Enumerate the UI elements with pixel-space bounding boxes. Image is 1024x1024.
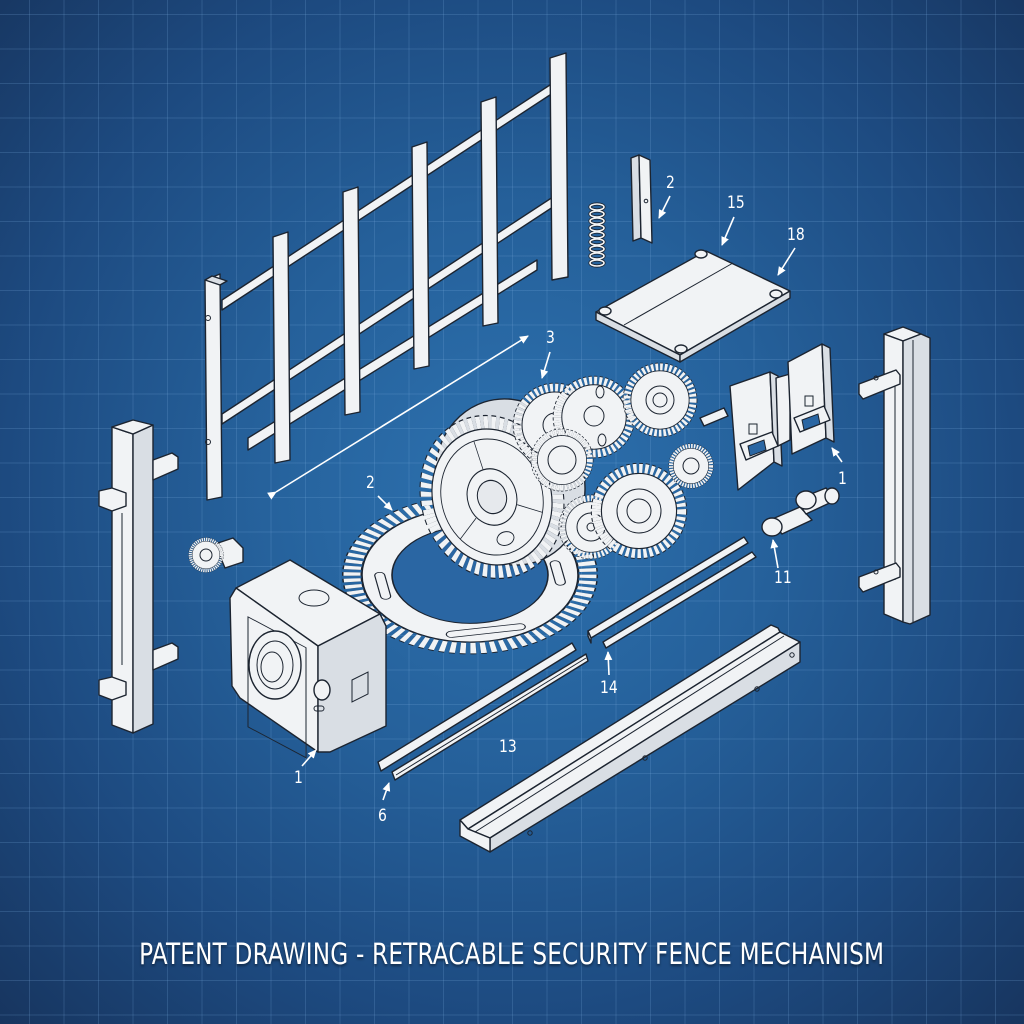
callout-2-ring-gear: 2 [366,473,375,493]
callout-18-cover-plate-corner: 18 [787,225,805,245]
callout-1-motor-housing: 1 [294,768,303,788]
right-vertical-post [858,326,931,625]
callout-13-long-rack: 13 [499,737,517,757]
callout-2-clip-bracket: 2 [666,173,675,193]
callout-3-gear-cluster: 3 [546,328,555,348]
callout-6-rack-strip: 6 [378,806,387,826]
drawing-title: PATENT DRAWING - RETRACABLE SECURITY FEN… [0,940,1024,969]
callout-11-coupling-shaft: 11 [774,568,792,588]
callout-1-bracket-assembly: 1 [838,469,847,489]
motor-housing [229,559,387,759]
pinion-gear [190,537,244,571]
cover-plate [595,249,791,363]
gear-cluster [518,367,729,556]
short-rack-rail [587,536,757,649]
long-rack-rail [377,642,589,781]
left-vertical-post [98,419,179,734]
callout-15-cover-plate: 15 [727,193,745,213]
mounting-bracket-assembly [729,343,835,491]
base-channel-track [459,624,801,853]
callout-14-short-rack: 14 [600,678,618,698]
coupling-shaft [761,487,840,537]
travel-arrow [267,335,529,500]
compression-spring [588,202,606,268]
leader-lines [301,195,843,801]
clip-bracket [630,154,653,244]
drawing-title-text: PATENT DRAWING - RETRACABLE SECURITY FEN… [139,937,885,971]
